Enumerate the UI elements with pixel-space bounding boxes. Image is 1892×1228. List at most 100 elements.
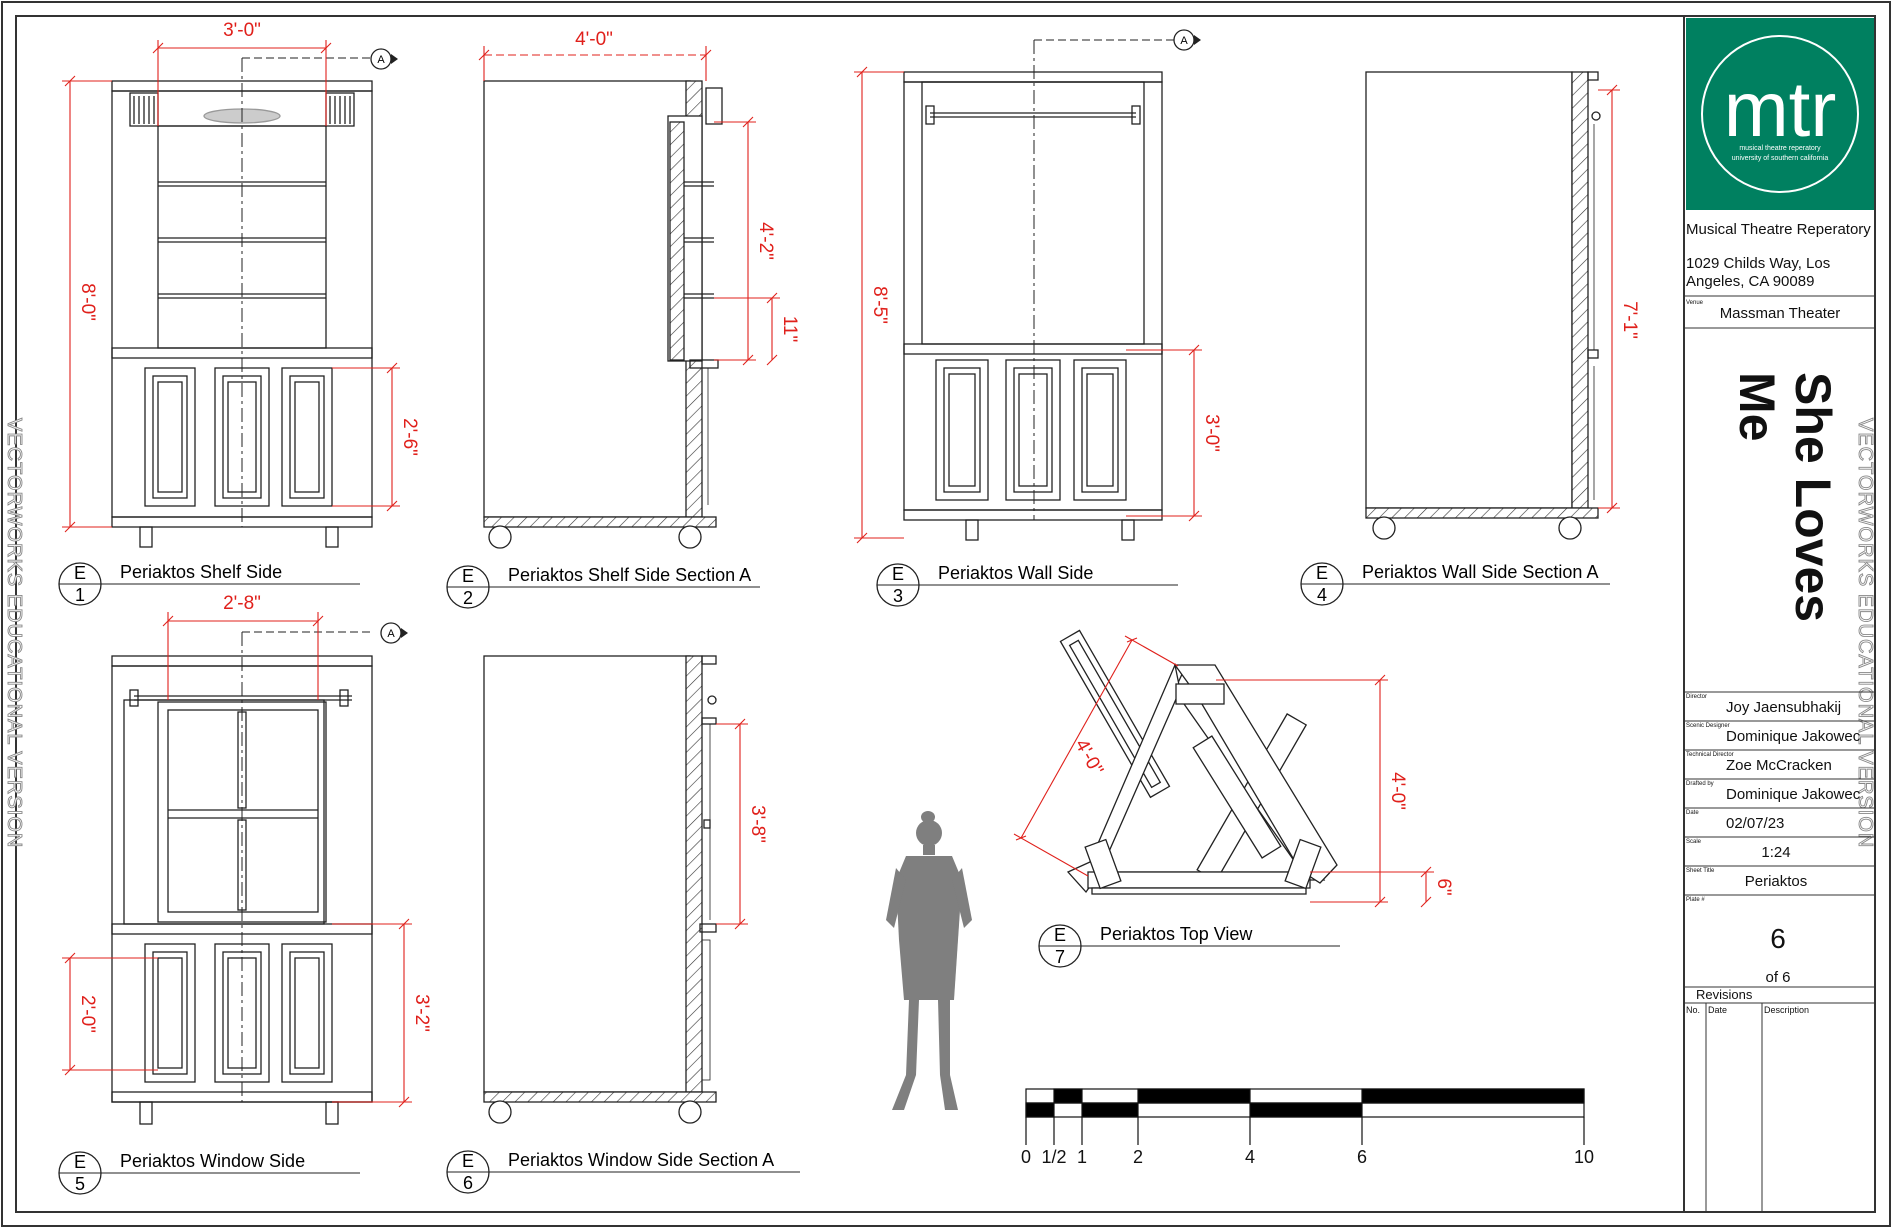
svg-text:E: E [462,566,474,586]
svg-text:A: A [1180,35,1188,47]
mtr-logo: mtr musical theatre reperatory universit… [1701,35,1859,193]
dim-v7-height: 4'-0" [1387,772,1408,810]
dim-v1-width: 3'-0" [223,20,261,41]
show-title-line1: She Loves [1785,372,1841,622]
show-title-line2: Me [1729,372,1785,441]
revisions-table: Revisions No. Date Description [1684,987,1876,1212]
inner-border [15,15,1876,1213]
view-wall-side [903,39,1178,541]
svg-text:2: 2 [463,588,473,608]
svg-text:E: E [892,564,904,584]
svg-text:0: 0 [1021,1147,1031,1167]
view-wall-side-section [1365,71,1601,540]
view-label-3: E 3 Periaktos Wall Side [876,563,1178,607]
watermark-right: VECTORWORKS EDUCATIONAL VERSION [1854,418,1876,848]
credit-date: 02/07/23 [1726,815,1784,832]
company-address-2: Angeles, CA 90089 [1686,273,1814,290]
company-address-1: 1029 Childs Way, Los [1686,255,1830,272]
svg-text:E: E [74,1152,86,1172]
view-title-2: Periaktos Shelf Side Section A [508,565,751,585]
svg-text:7: 7 [1055,947,1065,967]
svg-text:Date: Date [1708,1005,1727,1015]
view-label-1: E 1 Periaktos Shelf Side [58,562,360,606]
view-window-side-section [483,655,717,1124]
plate-label: Plate # [1686,897,1705,903]
dim-v7-side: 4'-0" [1070,736,1107,779]
svg-text:10: 10 [1574,1147,1594,1167]
dim-v5-right: 3'-2" [411,994,432,1032]
watermark-left: VECTORWORKS EDUCATIONAL VERSION [3,418,25,848]
dim-v6-window: 3'-8" [747,805,768,843]
svg-text:4: 4 [1245,1147,1255,1167]
logo-text: mtr [1724,65,1837,153]
scale-bar-labels: 0 1/2 1 2 4 6 10 [1021,1147,1594,1167]
credit-scale: 1:24 [1761,844,1790,861]
view-title-1: Periaktos Shelf Side [120,562,282,582]
view-shelf-side [111,57,373,548]
graphic-scale-bar [1025,1088,1585,1145]
dim-v7-small: 6" [1433,878,1454,895]
svg-text:Sheet Title: Sheet Title [1686,868,1715,874]
section-marker-1: A [370,48,398,70]
svg-text:E: E [462,1151,474,1171]
svg-text:2: 2 [1133,1147,1143,1167]
view-title-4: Periaktos Wall Side Section A [1362,562,1598,582]
view-label-4: E 4 Periaktos Wall Side Section A [1300,562,1610,606]
view-title-6: Periaktos Window Side Section A [508,1150,774,1170]
svg-text:Date: Date [1686,810,1699,816]
view-label-5: E 5 Periaktos Window Side [58,1151,360,1195]
dim-v5-width: 2'-8" [223,593,261,614]
company-name: Musical Theatre Reperatory [1686,221,1871,238]
dim-v2-shelf: 4'-2" [755,222,776,260]
dim-v2-small: 11" [779,316,800,342]
credit-director: Joy Jaensubhakij [1726,699,1841,716]
dim-v5-left: 2'-0" [77,995,98,1033]
logo-line2: university of southern california [1732,155,1829,162]
title-block: mtr musical theatre reperatory universit… [1683,16,1876,1212]
view-title-3: Periaktos Wall Side [938,563,1093,583]
view-title-7: Periaktos Top View [1100,924,1253,944]
svg-text:1: 1 [75,585,85,605]
svg-text:6: 6 [463,1173,473,1193]
svg-text:1/2: 1/2 [1041,1147,1066,1167]
section-marker-5: A [380,622,408,644]
view-title-5: Periaktos Window Side [120,1151,305,1171]
dim-v3-height: 8'-5" [869,286,890,324]
logo-line1: musical theatre reperatory [1739,145,1821,152]
svg-text:Scenic Designer: Scenic Designer [1686,723,1730,729]
svg-text:No.: No. [1686,1005,1700,1015]
show-title: She Loves Me [1729,372,1841,622]
view-labels: E 1 Periaktos Shelf Side E 2 Periaktos S… [58,562,1610,1195]
svg-text:A: A [377,54,385,66]
human-scale-silhouette [886,811,972,1110]
view-label-6: E 6 Periaktos Window Side Section A [446,1150,800,1194]
view-window-side [111,631,373,1125]
view-top [1059,629,1338,895]
svg-text:4: 4 [1317,585,1327,605]
svg-text:Drafted by: Drafted by [1686,781,1714,787]
revisions-title: Revisions [1696,987,1753,1002]
venue-value: Massman Theater [1720,305,1841,322]
dim-v3-doors: 3'-0" [1201,414,1222,452]
svg-text:E: E [1316,563,1328,583]
credit-sheet-title: Periaktos [1745,873,1808,890]
svg-text:Director: Director [1686,694,1707,700]
credit-technical-director: Zoe McCracken [1726,757,1832,774]
view-label-7: E 7 Periaktos Top View [1038,924,1340,968]
section-marker-3: A [1173,29,1201,51]
svg-text:6: 6 [1357,1147,1367,1167]
view-label-2: E 2 Periaktos Shelf Side Section A [446,565,760,609]
dim-v4-height: 7'-1" [1619,301,1640,339]
credit-scenic-designer: Dominique Jakowec [1726,728,1861,745]
venue-label: Venue [1686,300,1704,306]
dim-v1-height: 8'-0" [77,283,98,321]
svg-text:E: E [74,563,86,583]
svg-text:Technical Director: Technical Director [1686,752,1734,758]
svg-text:5: 5 [75,1174,85,1194]
dimension-lines [62,40,1620,1108]
plate-number: 6 [1770,923,1786,954]
plate-of: of 6 [1765,969,1790,986]
logo-panel [1686,18,1874,210]
